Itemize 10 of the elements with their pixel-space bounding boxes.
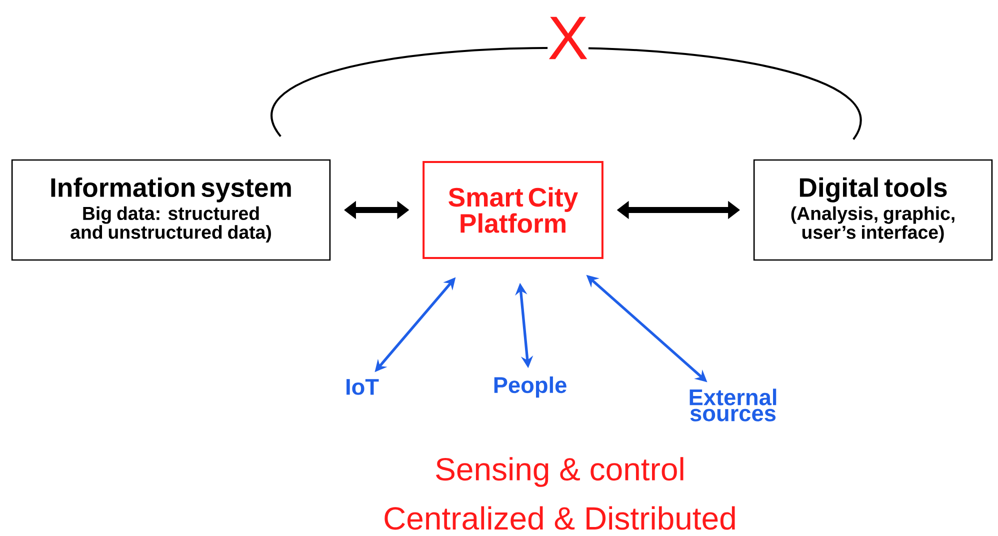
source-label: IoT	[346, 379, 379, 395]
arc-line	[272, 46, 860, 140]
caption-text: Sensing & control	[436, 457, 684, 487]
source-label: People	[494, 376, 566, 398]
platform-box: Smart City Platform	[422, 161, 604, 259]
text-box: Information system Big data: structured and unstructured data)	[11, 159, 331, 261]
text-box: Digital tools (Analysis, graphic, user’s interface)	[753, 159, 993, 261]
caption-text: Centralized & Distributed	[384, 506, 735, 530]
cross-mark: X	[548, 16, 588, 60]
source-label: External sources	[690, 388, 776, 422]
